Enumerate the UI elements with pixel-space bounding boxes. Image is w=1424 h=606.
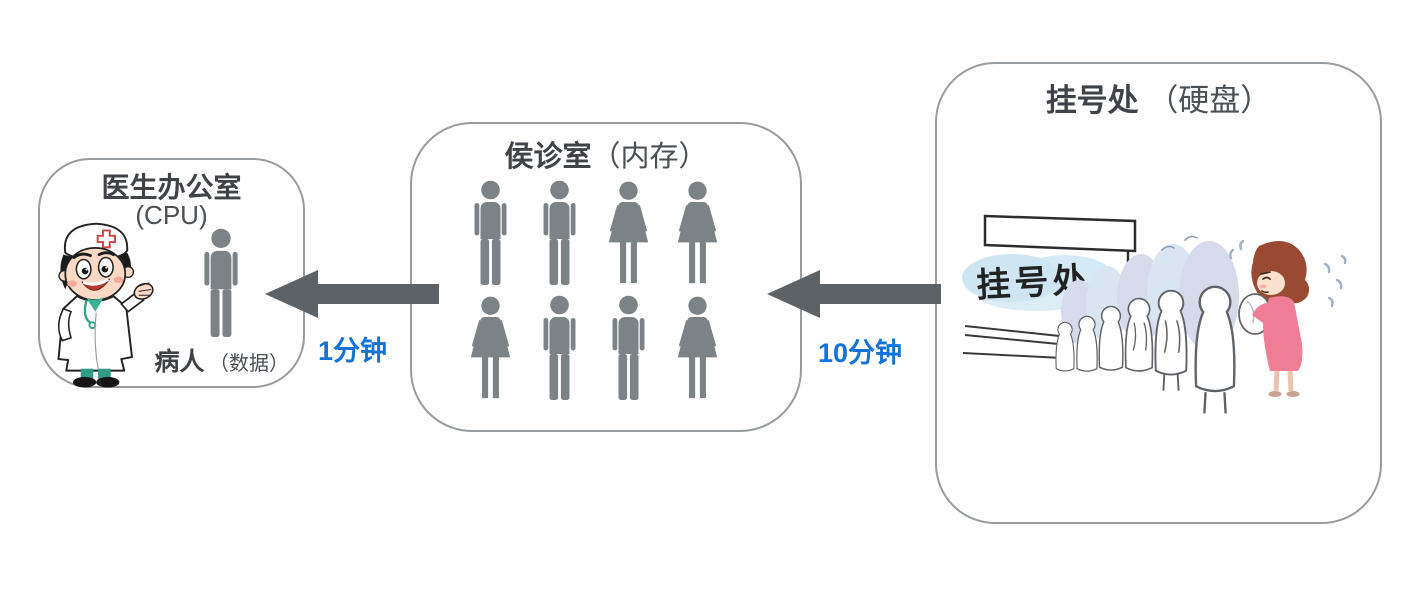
memory-box: 侯诊室（内存） (410, 122, 802, 432)
patient-label: 病人 (154, 348, 205, 376)
cpu-box-title: 医生办公室 (101, 172, 242, 203)
transfer-time-memory-to-cpu: 1分钟 (318, 336, 388, 366)
arrow-disk-to-memory (767, 270, 941, 318)
waiting-room-row-2 (456, 295, 746, 401)
memory-box-title-note: （内存） (591, 141, 708, 173)
transfer-time-disk-to-memory: 10分钟 (818, 338, 903, 368)
arrow-memory-to-cpu (265, 270, 439, 318)
disk-box: 挂号处 （硬盘） 挂号处 (935, 62, 1382, 524)
counter-lines (962, 325, 1070, 359)
sign-board (983, 214, 1137, 253)
cpu-box-subtitle: (CPU) (135, 200, 208, 230)
male-person-icon (456, 180, 525, 286)
disk-box-title: 挂号处 （硬盘） (937, 75, 1380, 120)
female-person-icon (663, 180, 732, 286)
patient-note: （数据） (209, 353, 289, 375)
disk-box-title-main: 挂号处 (1045, 83, 1139, 118)
male-person-icon (198, 228, 244, 343)
cpu-box: 医生办公室 (CPU) (38, 158, 305, 388)
sweat-drops (1229, 239, 1347, 308)
disk-box-title-note: （硬盘） (1147, 83, 1272, 118)
memory-box-title-main: 侯诊室 (504, 141, 592, 173)
girl-cartoon (1238, 241, 1310, 397)
male-person-icon (594, 295, 663, 401)
female-person-icon (594, 180, 663, 286)
doctor-cartoon (57, 222, 154, 388)
memory-box-title: 侯诊室（内存） (412, 133, 800, 175)
scribble-marks (1161, 235, 1198, 251)
patient-caption: 病人 （数据） (40, 342, 289, 378)
male-person-icon (525, 180, 594, 286)
waiting-room-row-1 (456, 180, 746, 286)
registration-queue-cartoon: 挂号处 (962, 214, 1347, 414)
red-cross-icon (96, 229, 117, 249)
female-person-icon (663, 295, 732, 401)
queue-figures (1055, 285, 1236, 414)
female-person-icon (456, 295, 525, 401)
male-person-icon (525, 295, 594, 401)
